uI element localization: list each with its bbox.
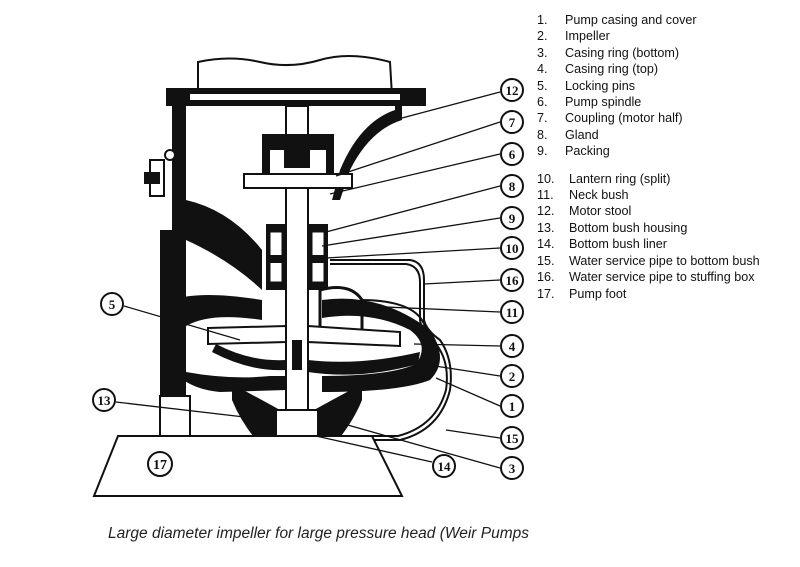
leader-lines — [115, 91, 501, 469]
legend-number: 7. — [537, 111, 548, 126]
legend-number: 11. — [537, 188, 554, 203]
legend-number: 13. — [537, 220, 555, 235]
legend-label: Casing ring (top) — [565, 62, 659, 77]
svg-text:12: 12 — [506, 83, 519, 98]
callout-2: 2 — [500, 364, 524, 388]
svg-text:14: 14 — [438, 459, 452, 474]
legend-item: 17. Pump foot — [537, 286, 799, 302]
legend-number: 12. — [537, 204, 555, 219]
callout-16: 16 — [500, 268, 524, 292]
svg-text:5: 5 — [109, 297, 116, 312]
svg-text:8: 8 — [509, 179, 516, 194]
svg-text:7: 7 — [509, 115, 516, 130]
parts-legend: 1. Pump casing and cover 2. Impeller 3. Cas… — [537, 12, 799, 302]
legend-spacer — [537, 160, 799, 171]
legend-item: 9. Packing — [537, 143, 799, 159]
stuffing-box — [266, 224, 328, 290]
legend-number: 10. — [537, 171, 555, 186]
legend-label: Neck bush — [569, 188, 629, 203]
legend-item: 13. Bottom bush housing — [537, 220, 799, 236]
legend-number: 9. — [537, 144, 548, 159]
legend-item: 2. Impeller — [537, 28, 799, 44]
callout-3: 3 — [500, 456, 524, 480]
legend-item: 12. Motor stool — [537, 203, 799, 219]
valve-fitting — [144, 149, 176, 197]
legend-number: 5. — [537, 78, 548, 93]
legend-label: Impeller — [565, 29, 610, 44]
figure-caption: Large diameter impeller for large pressu… — [108, 525, 529, 542]
legend-label: Pump casing and cover — [565, 13, 697, 27]
legend-label: Gland — [565, 127, 599, 142]
pump-foot — [92, 395, 404, 497]
legend-item: 14. Bottom bush liner — [537, 236, 799, 252]
svg-text:1: 1 — [509, 399, 516, 414]
callout-8: 8 — [500, 174, 524, 198]
legend-item: 1. Pump casing and cover — [537, 12, 799, 28]
svg-text:2: 2 — [509, 369, 516, 384]
coupling — [243, 134, 353, 189]
callout-15: 15 — [500, 426, 524, 450]
pump-casing — [160, 295, 440, 392]
legend-label: Motor stool — [569, 204, 632, 219]
motor-base — [166, 54, 426, 106]
callout-17: 17 — [147, 451, 173, 477]
legend-number: 16. — [537, 270, 555, 285]
legend-item: 3. Casing ring (bottom) — [537, 45, 799, 61]
callout-9: 9 — [500, 206, 524, 230]
callout-14: 14 — [432, 454, 456, 478]
svg-text:9: 9 — [509, 211, 516, 226]
callout-10: 10 — [500, 236, 524, 260]
legend-label: Pump foot — [569, 286, 627, 301]
legend-item: 6. Pump spindle — [537, 94, 799, 110]
svg-text:17: 17 — [153, 458, 167, 473]
legend-label: Casing ring (bottom) — [565, 45, 680, 60]
legend-number: 17. — [537, 286, 555, 301]
callout-6: 6 — [500, 142, 524, 166]
callout-12: 12 — [500, 78, 524, 102]
legend-label: Pump spindle — [565, 95, 642, 110]
callout-13: 13 — [92, 388, 116, 412]
legend-item: 4. Casing ring (top) — [537, 61, 799, 77]
legend-number: 14. — [537, 237, 555, 252]
legend-number: 8. — [537, 127, 548, 142]
legend-number: 15. — [537, 253, 555, 268]
svg-text:16: 16 — [506, 273, 520, 288]
legend-item: 5. Locking pins — [537, 78, 799, 94]
impeller — [207, 324, 420, 375]
svg-text:13: 13 — [98, 393, 112, 408]
callout-markers: 12 7 6 8 9 10 16 11 4 2 1 15 3 14 5 13 1… — [92, 78, 524, 480]
legend-label: Coupling (motor half) — [565, 111, 683, 126]
legend-label: Bottom bush liner — [569, 237, 668, 252]
svg-text:11: 11 — [506, 305, 518, 320]
legend-label: Water service pipe to bottom bush — [569, 253, 760, 268]
svg-text:4: 4 — [509, 339, 516, 354]
legend-item: 16. Water service pipe to stuffing box — [537, 269, 799, 285]
legend-item: 11. Neck bush — [537, 187, 799, 203]
svg-text:10: 10 — [506, 241, 519, 256]
callout-1: 1 — [500, 394, 524, 418]
legend-label: Water service pipe to stuffing box — [569, 270, 755, 285]
legend-label: Packing — [565, 144, 610, 159]
legend-label: Locking pins — [565, 78, 636, 93]
legend-label: Bottom bush housing — [569, 220, 688, 235]
callout-11: 11 — [500, 300, 524, 324]
svg-text:6: 6 — [509, 147, 516, 162]
svg-text:15: 15 — [506, 431, 520, 446]
legend-item: 10. Lantern ring (split) — [537, 171, 799, 187]
legend-number: 1. — [537, 13, 548, 27]
legend-label: Lantern ring (split) — [569, 171, 671, 186]
legend-item: 15. Water service pipe to bottom bush — [537, 253, 799, 269]
legend-item: 8. Gland — [537, 127, 799, 143]
legend-item: 7. Coupling (motor half) — [537, 110, 799, 126]
pump-cross-section-diagram: 12 7 6 8 9 10 16 11 4 2 1 15 3 14 5 13 1… — [92, 54, 524, 497]
legend-number: 6. — [537, 95, 548, 110]
callout-4: 4 — [500, 334, 524, 358]
callout-7: 7 — [500, 110, 524, 134]
legend-number: 4. — [537, 62, 548, 77]
legend-number: 2. — [537, 29, 548, 44]
callout-5: 5 — [100, 292, 124, 316]
svg-text:3: 3 — [509, 461, 516, 476]
legend-number: 3. — [537, 45, 548, 60]
